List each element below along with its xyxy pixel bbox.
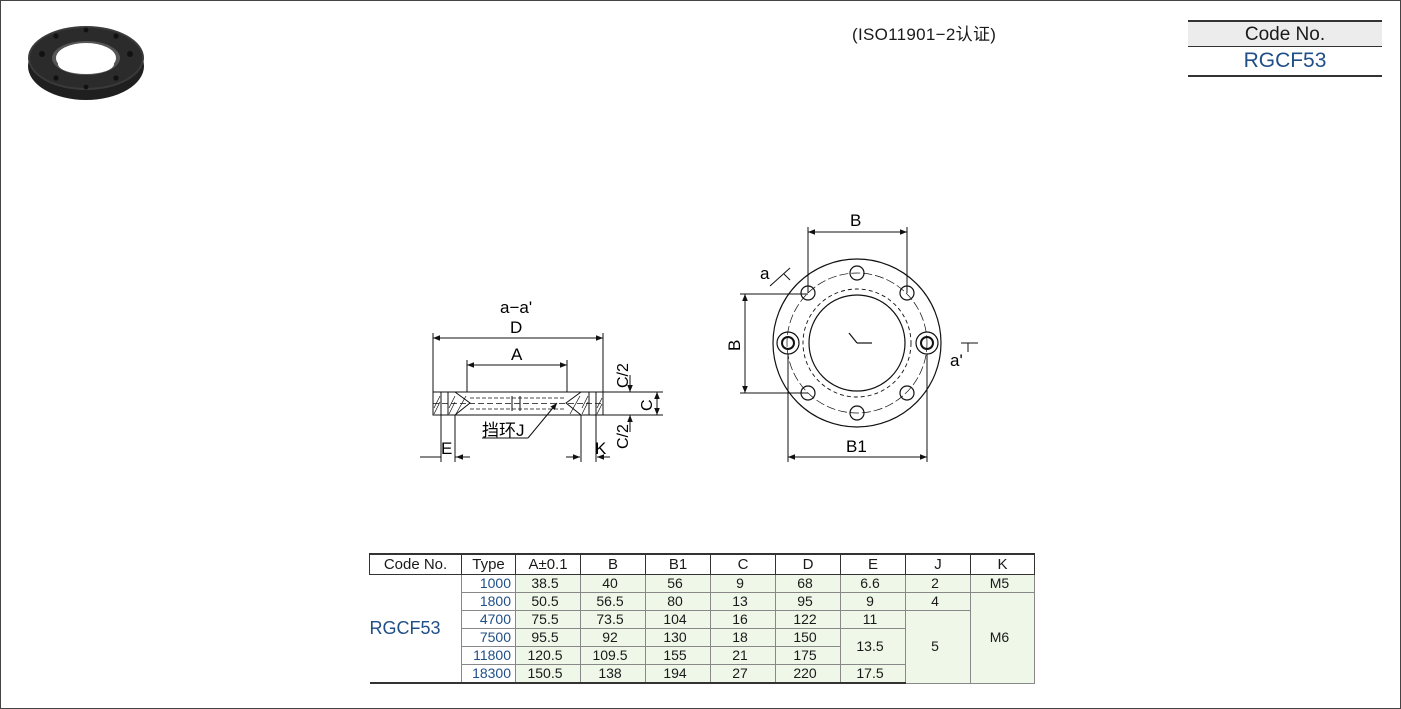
dim-a-label: A: [511, 345, 523, 364]
header-b1: B1: [645, 553, 711, 575]
header-c: C: [710, 553, 776, 575]
b-cell: 92: [580, 628, 646, 647]
type-cell: 4700: [461, 610, 516, 629]
code-cell: RGCF53: [369, 574, 462, 684]
a-cell: 150.5: [515, 664, 581, 684]
type-cell: 1000: [461, 574, 516, 593]
dim-c-label: C: [639, 399, 656, 411]
retaining-ring-label: 挡环J: [482, 421, 525, 440]
header-k: K: [970, 553, 1035, 575]
section-view: [420, 333, 663, 462]
a-cell: 50.5: [515, 592, 581, 611]
e-cell: 17.5: [840, 664, 906, 684]
header-j: J: [905, 553, 971, 575]
d-cell: 95: [775, 592, 841, 611]
dim-e-label: E: [441, 439, 452, 458]
code-number-value: RGCF53: [1188, 47, 1382, 77]
k-cell: M5: [970, 574, 1035, 593]
c-cell: 18: [710, 628, 776, 647]
b-cell: 138: [580, 664, 646, 684]
type-cell: 1800: [461, 592, 516, 611]
b-cell: 40: [580, 574, 646, 593]
code-number-box: Code No. RGCF53: [1188, 20, 1382, 77]
d-cell: 122: [775, 610, 841, 629]
dim-c-half-bottom-label: C/2: [615, 424, 632, 449]
front-dim-b1-label: B1: [846, 437, 867, 456]
header-a: A±0.1: [515, 553, 581, 575]
k-cell: M6: [970, 592, 1035, 684]
dim-c-half-top-label: C/2: [615, 363, 632, 388]
d-cell: 150: [775, 628, 841, 647]
a-cell: 75.5: [515, 610, 581, 629]
type-cell: 7500: [461, 628, 516, 647]
d-cell: 220: [775, 664, 841, 684]
dim-k-label: K: [595, 439, 607, 458]
front-dim-b-left-label: B: [725, 340, 744, 351]
b1-cell: 130: [645, 628, 711, 647]
c-cell: 21: [710, 646, 776, 665]
dim-d-label: D: [510, 318, 522, 337]
a-cell: 120.5: [515, 646, 581, 665]
front-dim-b-top-label: B: [850, 211, 861, 230]
header-e: E: [840, 553, 906, 575]
c-cell: 16: [710, 610, 776, 629]
product-photo: [28, 26, 144, 100]
e-cell: 11: [840, 610, 906, 629]
type-cell: 11800: [461, 646, 516, 665]
header-code: Code No.: [369, 553, 462, 575]
section-marker-a: a: [760, 264, 770, 283]
j-cell: 4: [905, 592, 971, 611]
front-view: [740, 227, 978, 462]
d-cell: 68: [775, 574, 841, 593]
spec-table: Code No. Type A±0.1 B B1 C D E J K RGCF5…: [369, 553, 1035, 684]
b1-cell: 155: [645, 646, 711, 665]
section-marker-a-prime: a': [950, 351, 963, 370]
code-number-label: Code No.: [1188, 20, 1382, 47]
table-row: RGCF53 1000 38.5 40 56 9 68 6.6 2 M5: [369, 574, 1035, 684]
header-d: D: [775, 553, 841, 575]
c-cell: 9: [710, 574, 776, 593]
e-cell: 9: [840, 592, 906, 611]
j-cell: 2: [905, 574, 971, 593]
a-cell: 95.5: [515, 628, 581, 647]
a-cell: 38.5: [515, 574, 581, 593]
table-row: 11800 120.5 109.5 155 21 175: [370, 646, 1035, 665]
c-cell: 27: [710, 664, 776, 684]
d-cell: 175: [775, 646, 841, 665]
header-type: Type: [461, 553, 516, 575]
header-b: B: [580, 553, 646, 575]
table-row: 1800 50.5 56.5 80 13 95 9 4 M6: [370, 592, 1035, 684]
b1-cell: 194: [645, 664, 711, 684]
e-cell: 13.5: [840, 628, 906, 665]
b1-cell: 56: [645, 574, 711, 593]
b1-cell: 80: [645, 592, 711, 611]
b-cell: 73.5: [580, 610, 646, 629]
type-cell: 18300: [461, 664, 516, 684]
b-cell: 56.5: [580, 592, 646, 611]
b1-cell: 104: [645, 610, 711, 629]
table-header-row: Code No. Type A±0.1 B B1 C D E J K: [369, 553, 1035, 575]
table-row: 18300 150.5 138 194 27 220 17.5: [370, 664, 1035, 684]
c-cell: 13: [710, 592, 776, 611]
section-label: a−a': [500, 298, 532, 317]
b-cell: 109.5: [580, 646, 646, 665]
e-cell: 6.6: [840, 574, 906, 593]
j-cell: 5: [905, 610, 971, 684]
table-row: 4700 75.5 73.5 104 16 122 11 5: [370, 610, 1035, 684]
certification-note: (ISO11901−2认证): [852, 25, 997, 44]
